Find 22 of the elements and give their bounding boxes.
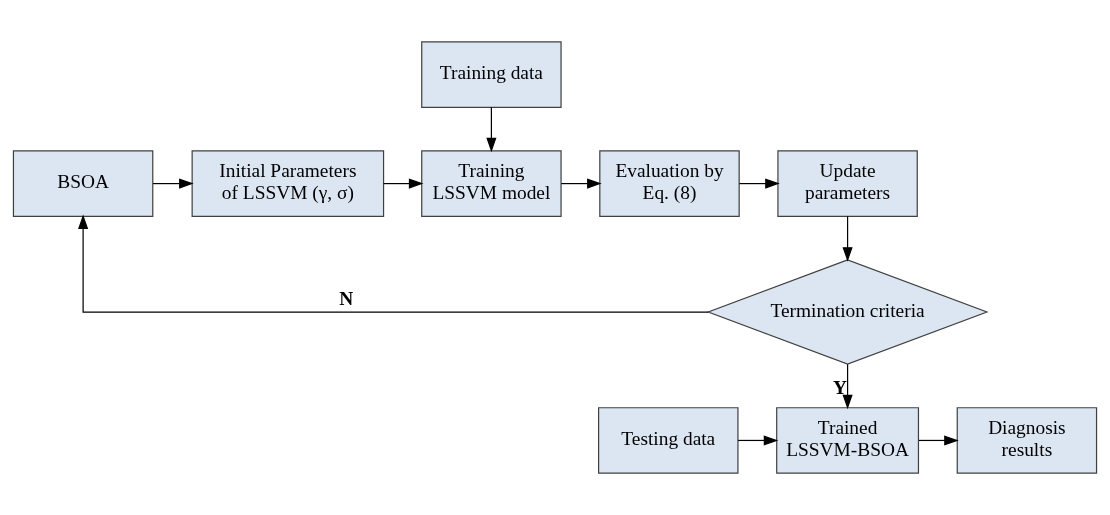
arrow — [738, 178, 780, 189]
edge-label: N — [339, 287, 354, 309]
node-box: Training LSSVM model — [421, 150, 562, 217]
node-box: Trained LSSVM-BSOA — [776, 407, 920, 474]
arrow — [842, 363, 853, 410]
node-box: Training data — [421, 41, 562, 108]
node-box: Initial Parameters of LSSVM (γ, σ) — [191, 150, 385, 217]
node-diamond: Termination criteria — [706, 259, 989, 365]
arrow — [152, 178, 194, 189]
arrow — [918, 435, 959, 446]
arrow — [78, 214, 709, 313]
arrow — [383, 178, 424, 189]
node-box: BSOA — [12, 150, 154, 217]
arrow — [486, 106, 497, 153]
node-box: Diagnosis results — [956, 407, 1098, 474]
node-box: Update parameters — [777, 150, 918, 217]
edge-label: Y — [833, 377, 848, 399]
arrow — [560, 178, 602, 189]
node-box: Evaluation by Eq. (8) — [599, 150, 740, 217]
arrow — [737, 435, 779, 446]
node-box: Testing data — [598, 407, 739, 474]
arrow — [842, 215, 853, 262]
